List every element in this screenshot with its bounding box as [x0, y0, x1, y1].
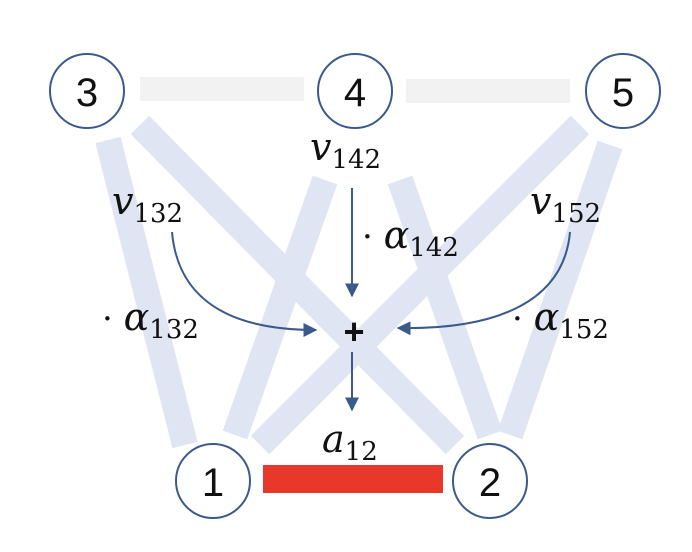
label-alpha142: · α142	[362, 213, 459, 263]
label-alpha152: · α152	[512, 295, 609, 345]
node-4-label: 4	[344, 71, 366, 115]
label-v132: v132	[112, 179, 183, 229]
edge-3-1	[95, 136, 198, 449]
node-5	[585, 53, 661, 129]
label-v142: v142	[310, 125, 381, 175]
arrow-v132-to-plus	[171, 231, 318, 337]
node-2	[452, 443, 528, 519]
node-2-label: 2	[479, 461, 501, 505]
edge-3-4	[140, 77, 304, 101]
edge-1-2-highlight	[263, 465, 443, 493]
node-3-label: 3	[76, 71, 98, 115]
edge-4-2	[387, 175, 503, 440]
label-a12: a12	[322, 417, 378, 467]
node-1	[175, 443, 251, 519]
edge-5-1	[250, 115, 590, 455]
label-v152: v152	[530, 179, 601, 229]
arrow-v152-to-plus	[396, 231, 571, 336]
node-3	[49, 53, 125, 129]
edge-4-1	[222, 175, 338, 440]
node-5-label: 5	[612, 71, 634, 115]
node-4	[317, 53, 393, 129]
edge-5-2	[497, 140, 623, 440]
plus-sign: +	[343, 311, 364, 352]
node-1-label: 1	[202, 461, 224, 505]
edge-4-5	[406, 79, 570, 103]
label-alpha132: · α132	[102, 295, 199, 345]
